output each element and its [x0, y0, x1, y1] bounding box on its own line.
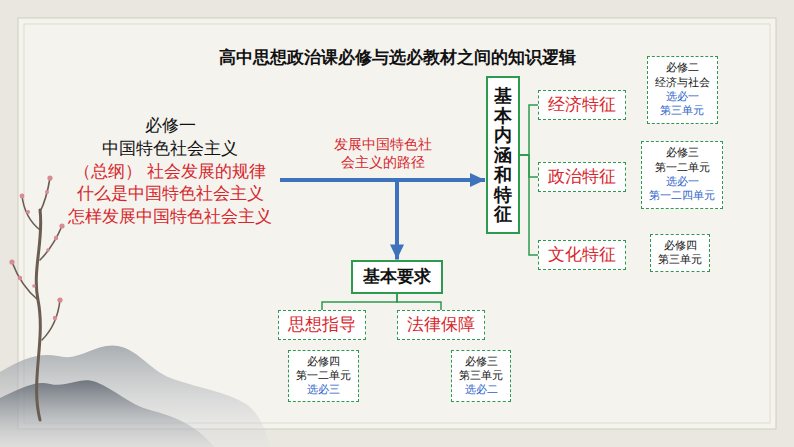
- node-text: 必修四 第三单元: [658, 239, 702, 268]
- mountain-near: [0, 380, 214, 447]
- node-text: 思想指导: [288, 314, 356, 335]
- requirement-item-box: 思想指导: [278, 310, 366, 339]
- requirement-item-box: 法律保障: [397, 310, 485, 339]
- node-text: 政治特征: [548, 166, 616, 187]
- edge-label: 发展中国特色社会主义的路径: [331, 136, 433, 172]
- node-text: 必修三 第一二单元: [655, 146, 710, 175]
- flow-arrow: [280, 180, 397, 259]
- feature-box: 文化特征: [538, 240, 626, 269]
- overview-text-block: 必修一 中国特色社会主义（总纲） 社会发展的规律 什么是中国特色社会主义 怎样发…: [64, 113, 276, 232]
- requirement-box: 基本要求: [351, 260, 443, 293]
- node-text: 选必一 第三单元: [660, 90, 704, 119]
- node-text: 选必一 第一二四单元: [649, 175, 715, 204]
- bracket-connector: [322, 294, 397, 311]
- mountain-far: [0, 345, 270, 447]
- textbook-box: 必修二 经济与社会选必一 第三单元: [647, 56, 718, 123]
- node-text: 法律保障: [407, 314, 475, 335]
- tree-trunk: [36, 210, 41, 420]
- textbook-box: 必修四 第三单元: [650, 234, 710, 273]
- node-text: 选必三: [307, 383, 340, 397]
- plum-blossoms: [9, 175, 64, 320]
- textbook-box: 必修三 第三单元选必二: [451, 350, 511, 403]
- vertical-heading-box: 基本内涵和特征: [486, 76, 520, 235]
- node-text: 必修四 第一二单元: [296, 355, 351, 384]
- node-text: 经济特征: [548, 94, 616, 115]
- node-text: 必修一 中国特色社会主义: [102, 115, 238, 161]
- node-text: 文化特征: [548, 244, 616, 265]
- bracket-connector: [520, 155, 538, 255]
- textbook-box: 必修三 第一二单元选必一 第一二四单元: [641, 141, 723, 208]
- feature-box: 经济特征: [538, 90, 626, 119]
- tree-branches: [12, 178, 62, 340]
- feature-box: 政治特征: [538, 162, 626, 191]
- node-text: 必修二 经济与社会: [655, 61, 710, 90]
- node-text: 必修三 第三单元: [459, 355, 503, 384]
- node-text: 选必二: [465, 383, 498, 397]
- textbook-box: 必修四 第一二单元选必三: [288, 350, 359, 403]
- node-text: （总纲） 社会发展的规律 什么是中国特色社会主义 怎样发展中国特色社会主义: [68, 161, 272, 230]
- node-text: 基本内涵和特征: [494, 86, 512, 225]
- bracket-connector: [520, 105, 538, 155]
- node-text: 基本要求: [363, 266, 431, 287]
- bracket-connector: [397, 294, 441, 311]
